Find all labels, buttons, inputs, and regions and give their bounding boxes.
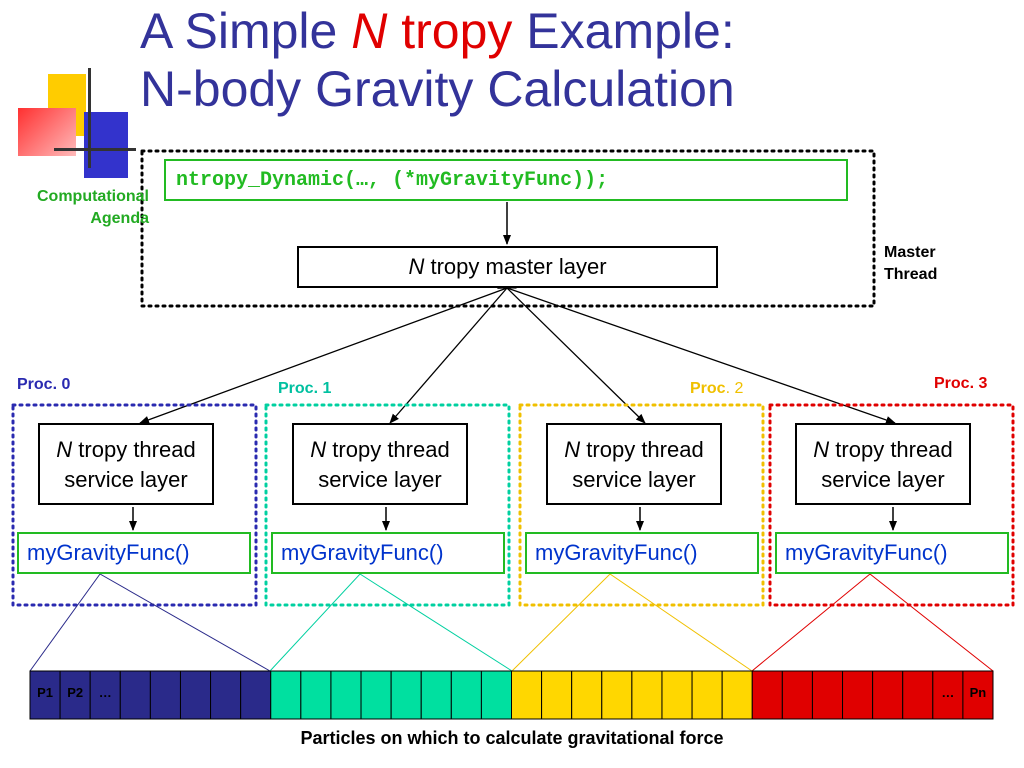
proc-containers: [11, 403, 1015, 607]
particle-cell: [179, 670, 212, 720]
particle-cell: [511, 670, 543, 720]
particle-cell: [270, 670, 302, 720]
particle-cell: [661, 670, 693, 720]
particle-cell: [631, 670, 663, 720]
code-call-box: ntropy_Dynamic(…, (*myGravityFunc));: [164, 159, 848, 201]
particle-cell: [210, 670, 242, 720]
particle-array: [29, 670, 994, 720]
particle-cell: [480, 670, 512, 720]
particle-cell: [390, 670, 422, 720]
proc-2-container: [518, 403, 765, 607]
particle-cell: [872, 670, 904, 720]
proc-1-container: [264, 403, 511, 607]
particles-caption: Particles on which to calculate gravitat…: [300, 728, 724, 748]
proc-3-label: Proc. 3: [934, 375, 988, 392]
particle-labels: P1 P2 … … Pn: [37, 685, 986, 700]
proc-3-gravity-func: myGravityFunc(): [775, 532, 1009, 574]
particle-label: …: [99, 685, 112, 700]
particle-cell: [902, 670, 934, 720]
logo-decoration: [0, 60, 140, 178]
particle-cell: [601, 670, 633, 720]
particle-cell: [149, 670, 181, 720]
particle-cell: [781, 670, 813, 720]
particle-cell: [541, 670, 573, 720]
particle-cell: [240, 670, 272, 720]
proc-3-container: [768, 403, 1015, 607]
proc-2-gravity-func: myGravityFunc(): [525, 532, 759, 574]
proc-1-label: Proc. 1: [278, 380, 332, 397]
particle-cell: [842, 670, 874, 720]
particle-cell: [691, 670, 723, 720]
particle-cell: [721, 670, 753, 720]
page-title: A Simple N tropy Example: N-body Gravity…: [140, 3, 735, 117]
computational-agenda-label: Computational Agenda: [37, 188, 149, 227]
particle-cell: [29, 670, 61, 720]
proc-0-container: [11, 403, 258, 607]
particle-cell: [420, 670, 452, 720]
master-to-service-arrows: [139, 278, 896, 424]
particle-cell: [811, 670, 844, 720]
proc-0-label: Proc. 0: [17, 376, 71, 393]
particle-cell: [330, 670, 362, 720]
particle-cell: [571, 670, 603, 720]
particle-label: Pn: [970, 685, 987, 700]
ntropy-master-layer: N tropy master layer: [297, 246, 718, 288]
particle-cell: [59, 670, 91, 720]
particle-cell: [450, 670, 482, 720]
particle-label: …: [941, 685, 954, 700]
proc-2-label: Proc. 2: [690, 380, 744, 397]
particle-cell: [119, 670, 151, 720]
particle-label: P2: [67, 685, 83, 700]
particle-cell: [751, 670, 783, 720]
particle-label: P1: [37, 685, 53, 700]
particle-cell: [360, 670, 392, 720]
particle-cell: [300, 670, 332, 720]
particle-cell: [932, 670, 964, 720]
particle-cell: [962, 670, 994, 720]
proc-1-gravity-func: myGravityFunc(): [271, 532, 505, 574]
fan-lines: [29, 573, 994, 672]
master-thread-label: Master Thread: [884, 244, 938, 283]
proc-0-gravity-func: myGravityFunc(): [17, 532, 251, 574]
